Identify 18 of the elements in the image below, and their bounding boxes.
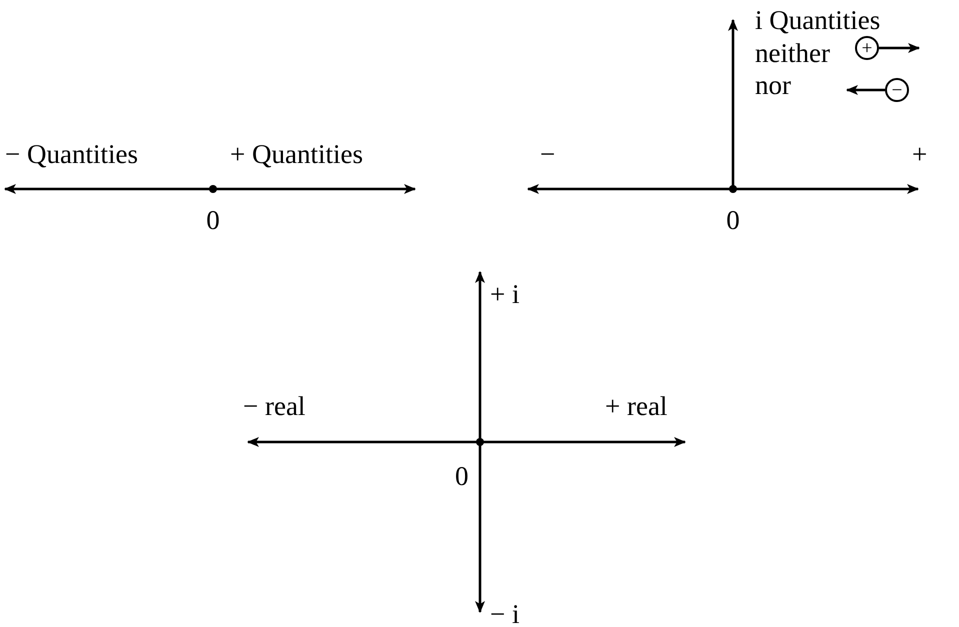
- quantity-label: − Quantities: [5, 139, 138, 169]
- zero-label: 0: [455, 461, 468, 491]
- axis-label: − i: [490, 599, 520, 627]
- note-text: neither: [755, 38, 830, 68]
- arrow: [846, 85, 885, 95]
- axis-label: − real: [243, 391, 306, 421]
- axis-label: i Quantities: [755, 5, 880, 35]
- sign-label: +: [912, 139, 928, 169]
- note-text: nor: [755, 70, 791, 100]
- minus-sign-circle: −: [885, 78, 909, 102]
- zero-label: 0: [206, 205, 220, 235]
- zero-label: 0: [726, 205, 740, 235]
- quantity-label: + Quantities: [230, 139, 363, 169]
- plus-sign-circle: +: [855, 36, 879, 60]
- arrow: [879, 43, 920, 53]
- axis-label: + real: [605, 391, 668, 421]
- sign-label: −: [540, 139, 556, 169]
- axis-label: + i: [490, 279, 520, 309]
